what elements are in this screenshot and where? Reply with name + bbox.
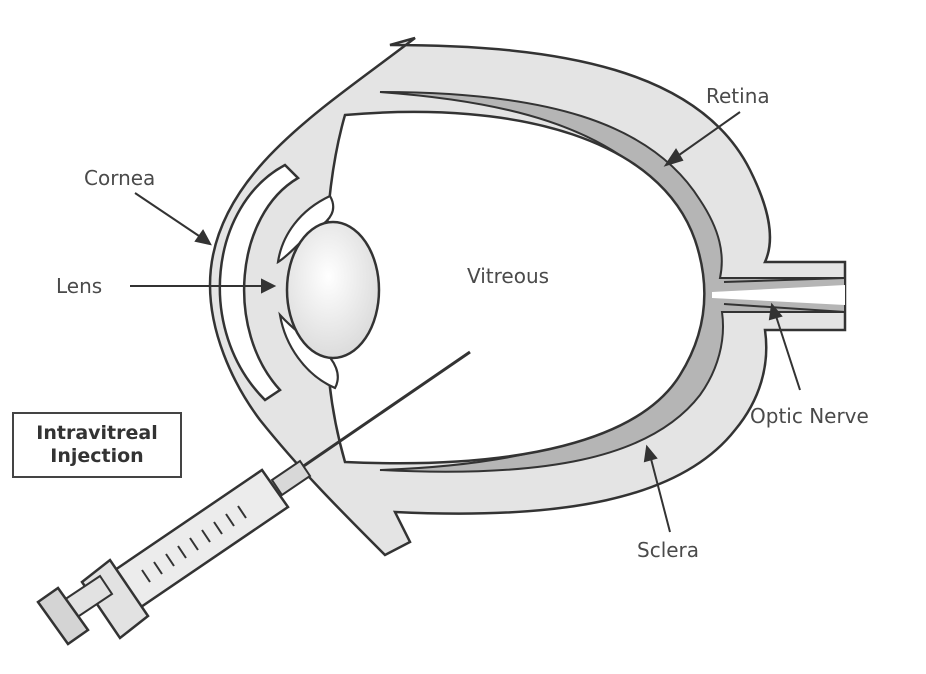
intravitreal-injection-box: Intravitreal Injection xyxy=(12,412,182,478)
lens-shape xyxy=(285,220,381,360)
sclera-label: Sclera xyxy=(637,538,700,562)
lens-label: Lens xyxy=(56,274,103,298)
iris-upper xyxy=(276,194,335,265)
cornea-label: Cornea xyxy=(84,166,156,190)
cornea-dome xyxy=(218,163,301,402)
retina-label: Retina xyxy=(706,84,770,108)
injection-label-line1: Intravitreal xyxy=(36,422,158,445)
injection-label-line2: Injection xyxy=(50,445,144,467)
optic-nerve-gap xyxy=(712,285,845,305)
syringe xyxy=(36,350,471,646)
optic-nerve-label: Optic Nerve xyxy=(750,404,869,428)
vitreous-label: Vitreous xyxy=(467,264,550,288)
